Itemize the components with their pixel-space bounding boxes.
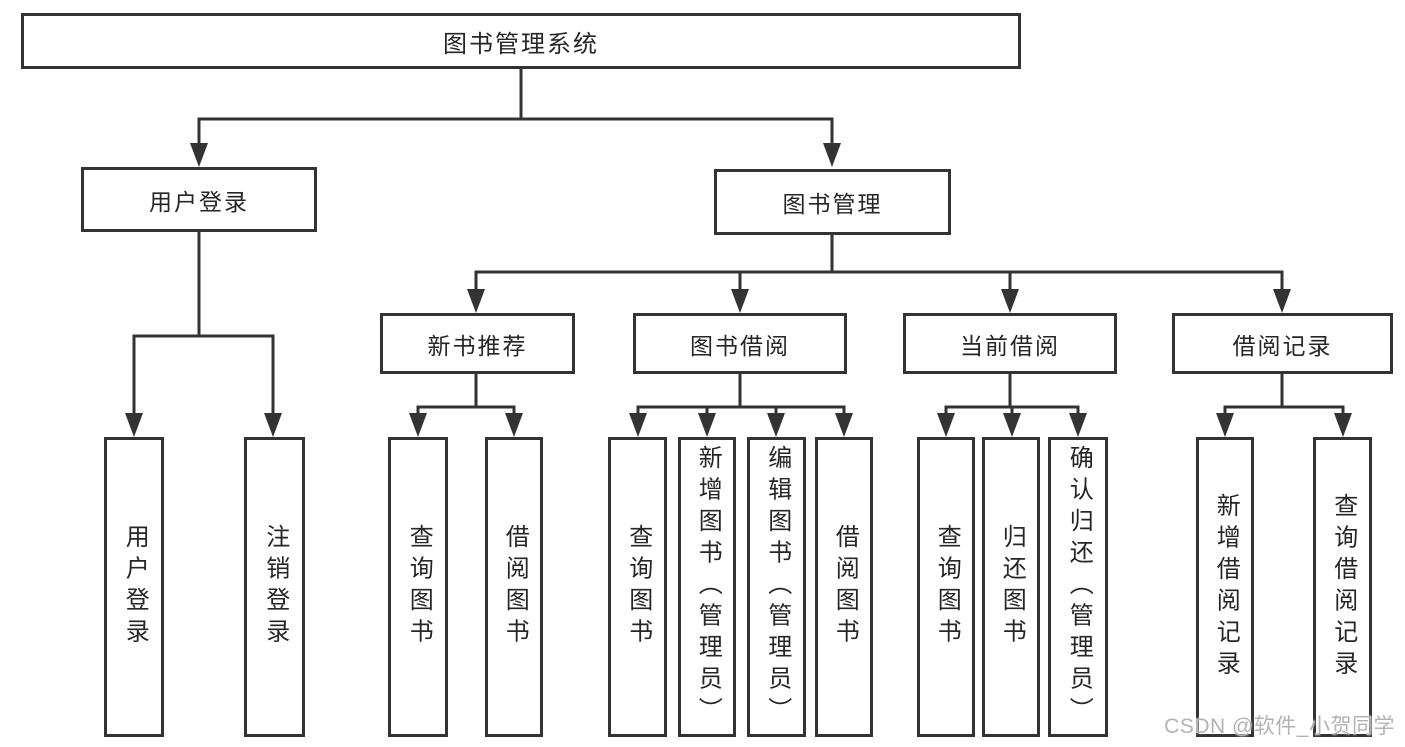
node-label: 图书管理 [782,191,883,217]
node-label: 编辑图书（管理员） [763,445,791,729]
node-user-login: 用户登录 [81,167,317,232]
node-label: 图书借阅 [690,332,790,359]
node-label: 图书管理系统 [443,30,599,58]
leaf-add-borrow-record: 新增借阅记录 [1196,437,1254,737]
node-label: 借阅记录 [1232,332,1333,359]
node-label: 查询图书 [624,524,652,650]
leaf-add-books-admin: 新增图书（管理员） [678,437,736,737]
node-library-management-system: 图书管理系统 [21,13,1021,69]
node-label: 查询图书 [933,524,961,650]
node-label: 借阅图书 [501,524,529,650]
leaf-borrow-books: 借阅图书 [815,437,873,737]
node-label: 查询图书 [405,524,433,650]
node-new-book-recommendation: 新书推荐 [380,313,575,374]
node-book-management: 图书管理 [714,169,951,235]
leaf-query-books: 查询图书 [917,437,975,737]
node-label: 新增图书（管理员） [694,445,722,729]
leaf-query-borrow-record: 查询借阅记录 [1313,437,1372,737]
node-label: 用户登录 [149,188,249,215]
leaf-user-login: 用户登录 [104,437,164,737]
node-label: 归还图书 [998,524,1026,650]
node-current-borrowing: 当前借阅 [903,313,1117,374]
node-book-borrowing: 图书借阅 [633,313,847,374]
leaf-return-books: 归还图书 [982,437,1040,737]
node-label: 注销登录 [261,524,289,650]
leaf-logout: 注销登录 [244,437,305,737]
leaf-borrow-books: 借阅图书 [485,437,543,737]
node-label: 新增借阅记录 [1212,492,1240,682]
leaf-query-books: 查询图书 [388,437,448,737]
node-label: 当前借阅 [960,332,1060,359]
node-label: 查询借阅记录 [1329,492,1357,682]
node-label: 用户登录 [121,524,149,650]
node-label: 借阅图书 [831,524,859,650]
leaf-query-books: 查询图书 [608,437,667,737]
leaf-edit-books-admin: 编辑图书（管理员） [747,437,806,737]
node-label: 新书推荐 [427,332,528,359]
node-label: 确认归还（管理员） [1065,445,1093,729]
csdn-watermark: CSDN @软件_小贺同学 [1164,715,1395,738]
node-borrow-records: 借阅记录 [1172,313,1393,374]
leaf-confirm-return-admin: 确认归还（管理员） [1048,437,1108,737]
